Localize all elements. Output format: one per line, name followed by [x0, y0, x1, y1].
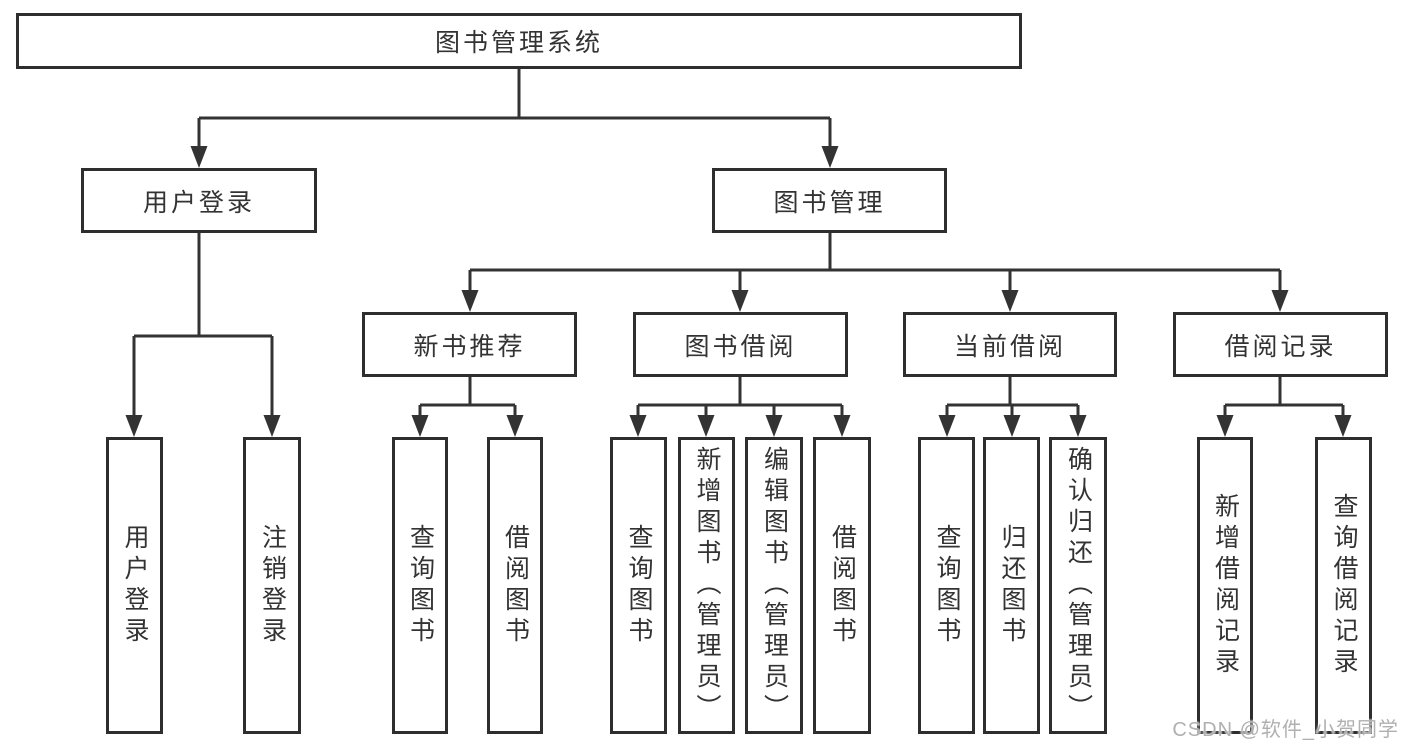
- node-borrow-records: 借阅记录: [1173, 312, 1388, 377]
- leaf-borrow-borrow-books-label: 借阅图书: [828, 523, 857, 648]
- arrowheads: [125, 146, 1352, 437]
- leaf-logout-label: 注销登录: [258, 523, 287, 648]
- arrow-icon: [1216, 415, 1234, 437]
- arrow-icon: [697, 415, 715, 437]
- node-root-label: 图书管理系统: [434, 29, 603, 57]
- edge-bookmgmt-to-level3: [468, 233, 1282, 302]
- arrow-icon: [1271, 290, 1289, 312]
- leaf-current-return-books-label: 归还图书: [998, 523, 1026, 648]
- node-user-login: 用户登录: [81, 168, 317, 233]
- arrow-icon: [629, 415, 647, 437]
- leaf-records-add-record: 新增借阅记录: [1197, 437, 1253, 734]
- leaf-current-confirm-return-admin-label: 确认归还（管理员）: [1064, 446, 1093, 725]
- leaf-records-query-record: 查询借阅记录: [1315, 437, 1372, 734]
- arrow-icon: [190, 146, 208, 168]
- leaf-newrec-borrow-books-label: 借阅图书: [501, 523, 530, 648]
- arrow-icon: [1069, 415, 1087, 437]
- leaf-newrec-borrow-books: 借阅图书: [487, 437, 543, 734]
- edge-root-to-level2: [197, 69, 832, 159]
- node-current-borrow: 当前借阅: [903, 312, 1117, 377]
- leaf-borrow-add-books-admin: 新增图书（管理员）: [678, 437, 735, 734]
- arrow-icon: [1334, 415, 1352, 437]
- edge-newrec-to-children: [418, 377, 517, 428]
- edge-borrowrecords-to-children: [1223, 377, 1345, 428]
- leaf-records-add-record-label: 新增借阅记录: [1211, 492, 1240, 679]
- node-new-book-recommend: 新书推荐: [362, 312, 577, 377]
- arrow-icon: [461, 290, 479, 312]
- leaf-borrow-edit-books-admin-label: 编辑图书（管理员）: [760, 446, 789, 725]
- arrow-icon: [263, 415, 281, 437]
- arrow-icon: [411, 415, 429, 437]
- node-book-borrow-label: 图书借阅: [684, 332, 797, 361]
- arrow-icon: [765, 415, 783, 437]
- edge-bookborrow-to-children: [636, 377, 844, 428]
- edge-userlogin-to-children: [132, 233, 274, 428]
- arrow-icon: [731, 290, 749, 312]
- arrow-icon: [821, 146, 839, 168]
- arrow-icon: [833, 415, 851, 437]
- node-current-borrow-label: 当前借阅: [953, 332, 1066, 361]
- leaf-records-query-record-label: 查询借阅记录: [1330, 492, 1358, 679]
- leaf-newrec-query-books-label: 查询图书: [406, 523, 435, 648]
- node-new-book-recommend-label: 新书推荐: [413, 332, 526, 361]
- leaf-current-query-books: 查询图书: [918, 437, 975, 734]
- leaf-logout: 注销登录: [243, 437, 301, 734]
- leaf-borrow-edit-books-admin: 编辑图书（管理员）: [745, 437, 803, 734]
- arrow-icon: [938, 415, 956, 437]
- arrow-icon: [1001, 290, 1019, 312]
- leaf-borrow-add-books-admin-label: 新增图书（管理员）: [693, 446, 721, 725]
- node-book-borrow: 图书借阅: [633, 312, 848, 377]
- node-user-login-label: 用户登录: [142, 188, 255, 217]
- arrow-icon: [506, 415, 524, 437]
- node-book-management: 图书管理: [712, 168, 947, 233]
- leaf-current-query-books-label: 查询图书: [933, 523, 961, 648]
- leaf-borrow-query-books-label: 查询图书: [625, 523, 653, 648]
- leaf-current-confirm-return-admin: 确认归还（管理员）: [1049, 437, 1107, 734]
- csdn-watermark: CSDN @软件_小贺同学: [1172, 719, 1399, 741]
- node-root: 图书管理系统: [16, 13, 1022, 69]
- leaf-user-login: 用户登录: [106, 437, 163, 734]
- node-book-management-label: 图书管理: [773, 188, 886, 217]
- leaf-current-return-books: 归还图书: [983, 437, 1040, 734]
- leaf-user-login-label: 用户登录: [121, 523, 149, 648]
- leaf-borrow-borrow-books: 借阅图书: [813, 437, 871, 734]
- arrow-icon: [1003, 415, 1021, 437]
- arrow-icon: [125, 415, 143, 437]
- leaf-borrow-query-books: 查询图书: [610, 437, 667, 734]
- node-borrow-records-label: 借阅记录: [1224, 332, 1337, 361]
- leaf-newrec-query-books: 查询图书: [392, 437, 448, 734]
